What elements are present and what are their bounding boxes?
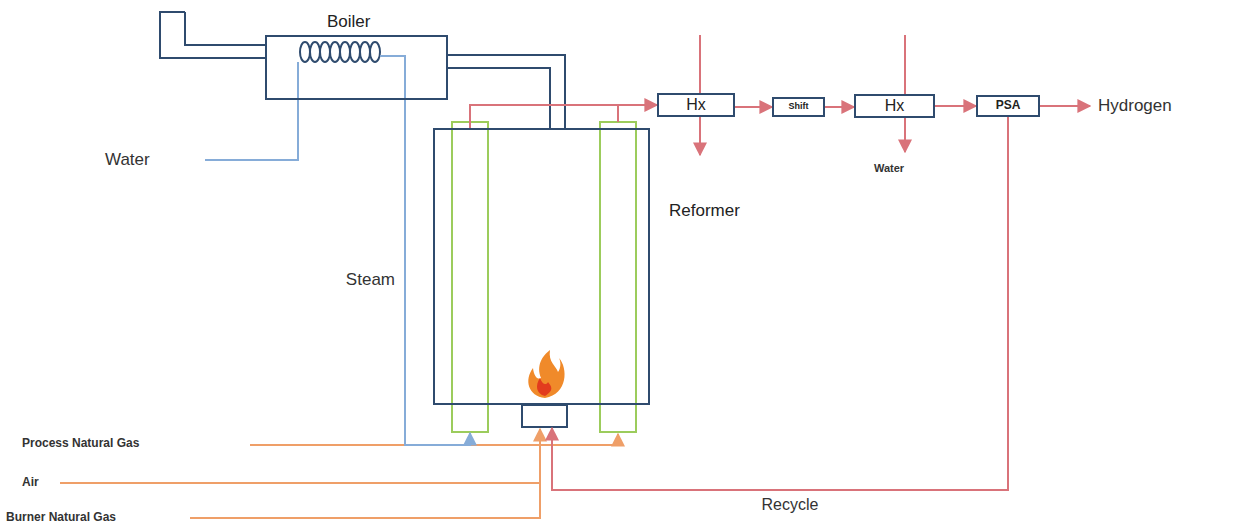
cooling-line xyxy=(699,35,701,93)
water-line xyxy=(205,62,298,160)
stream-label: Air xyxy=(22,476,39,490)
flow-connector xyxy=(825,106,854,108)
steam-lead xyxy=(380,56,405,100)
cooling-line xyxy=(699,117,701,155)
tube-outlet xyxy=(617,105,619,122)
heat-exchanger-box: Hx xyxy=(854,94,935,118)
flame-core xyxy=(537,378,551,396)
flow-connector xyxy=(470,105,657,128)
psa-box: PSA xyxy=(976,95,1040,117)
cooling-line xyxy=(904,35,906,95)
product-label: Hydrogen xyxy=(1098,96,1172,116)
edge-label: Recycle xyxy=(760,496,821,514)
flow-connector xyxy=(735,106,772,108)
stream-label: Burner Natural Gas xyxy=(6,511,116,525)
burner xyxy=(522,405,567,427)
unit-heading: Reformer xyxy=(669,202,740,221)
boiler-coil xyxy=(300,42,380,62)
burner-gas-line xyxy=(190,483,540,518)
flow-connector xyxy=(448,68,550,128)
hydrogen-line xyxy=(1040,105,1090,107)
unit-label: Hx xyxy=(686,96,706,114)
edge-label: Steam xyxy=(344,270,397,290)
heat-exchanger-box: Hx xyxy=(657,93,735,117)
stream-label: Process Natural Gas xyxy=(22,437,139,451)
unit-label: PSA xyxy=(996,99,1021,112)
reformer-box: Reformer xyxy=(433,128,650,405)
boiler-stack xyxy=(160,12,265,58)
flue-duct xyxy=(448,55,565,128)
reformer-tube xyxy=(600,122,636,432)
cooling-line xyxy=(904,117,906,152)
unit-heading: Boiler xyxy=(327,13,370,32)
stream-label: Water xyxy=(105,150,150,170)
flow-connector xyxy=(552,117,1008,490)
unit-label: Shift xyxy=(789,102,809,112)
flame xyxy=(528,350,564,398)
unit-label: Hx xyxy=(885,97,905,115)
flow-connector xyxy=(935,105,976,107)
flow-connector xyxy=(405,100,470,445)
stream-label: Water xyxy=(874,162,904,175)
boiler-box: Boiler xyxy=(265,35,448,100)
reformer-tube xyxy=(452,122,488,432)
shift-reactor-box: Shift xyxy=(772,97,825,117)
process-gas-inlet xyxy=(617,434,619,445)
